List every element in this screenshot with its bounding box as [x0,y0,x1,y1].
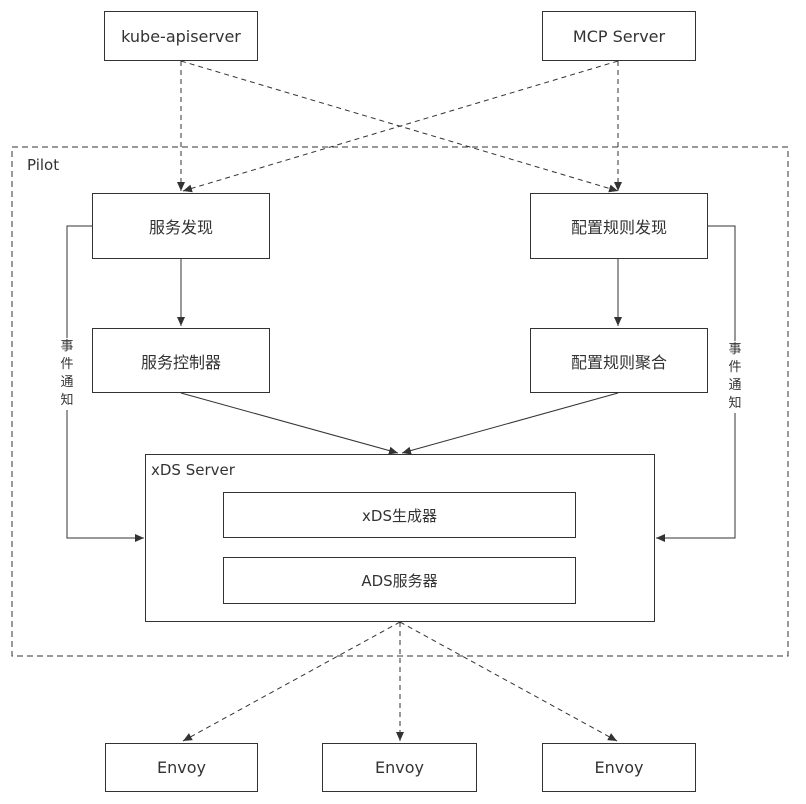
kube-apiserver-node: kube-apiserver [104,11,258,61]
event-notice-right-label: 事件通知 [726,341,744,413]
config-aggregation-node: 配置规则聚合 [530,328,708,393]
config-discovery-node: 配置规则发现 [530,193,708,259]
ads-server-node: ADS服务器 [223,557,576,604]
service-discovery-node: 服务发现 [92,193,270,259]
pilot-label: Pilot [27,156,60,174]
pilot-boundary [11,146,789,657]
edge-mcp-to-service-discovery [182,60,619,193]
edge-aggregation-to-xds [401,392,619,455]
envoy-node-3: Envoy [542,743,696,792]
edge-xds-to-envoy-3 [399,621,618,742]
edge-controller-to-xds [180,392,399,455]
service-controller-node: 服务控制器 [92,328,270,393]
edge-xds-to-envoy-1 [182,621,401,742]
event-notice-left-label: 事件通知 [58,338,76,410]
mcp-server-node: MCP Server [542,11,696,61]
xds-server-label: xDS Server [151,461,235,479]
envoy-node-2: Envoy [322,743,477,792]
envoy-node-1: Envoy [105,743,258,792]
xds-generator-node: xDS生成器 [223,492,576,538]
